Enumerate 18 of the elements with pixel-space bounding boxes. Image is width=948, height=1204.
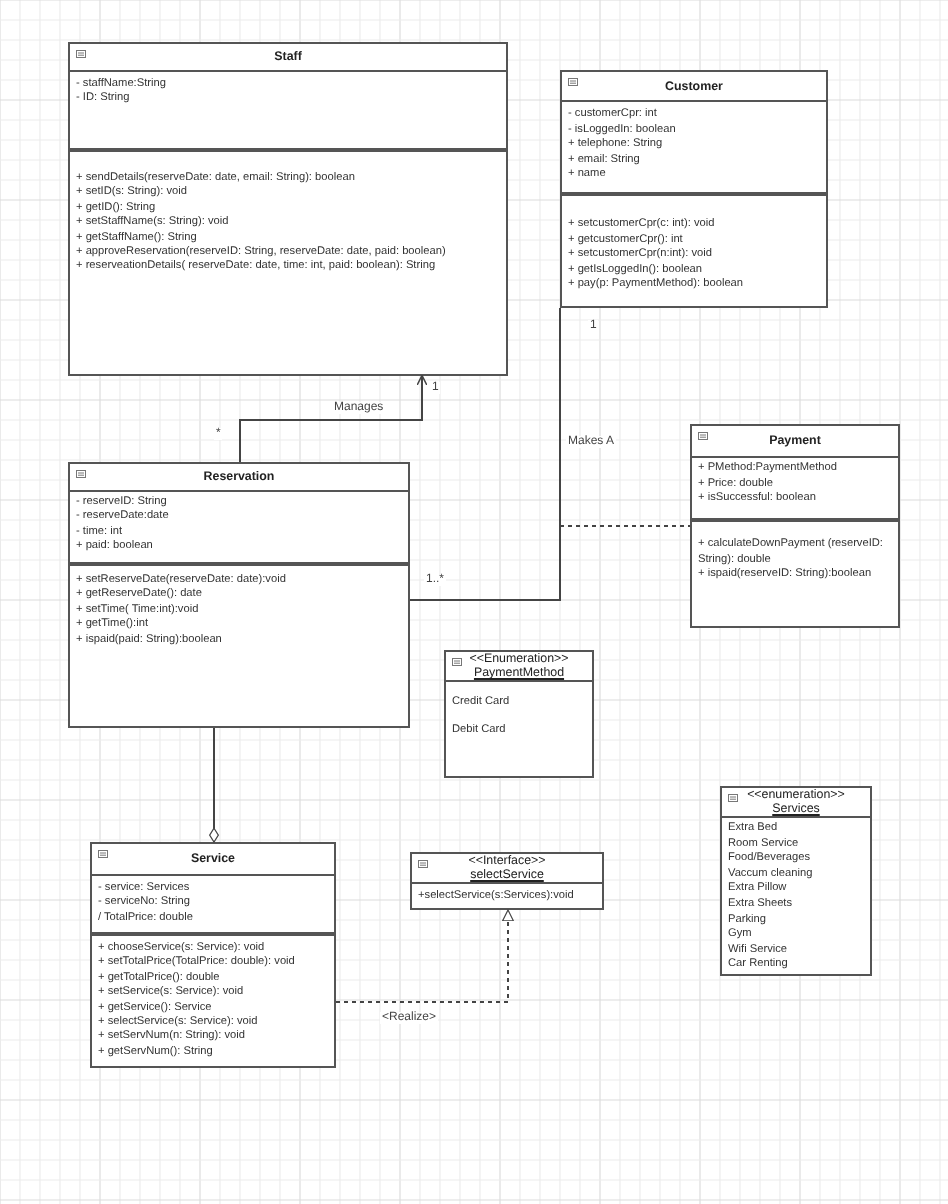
class-box <box>68 462 410 728</box>
compartment <box>68 490 410 564</box>
class-box <box>720 786 872 976</box>
class-box <box>90 842 336 1068</box>
class-box <box>68 42 508 376</box>
class-box <box>690 424 900 628</box>
connector-line <box>409 307 561 601</box>
aggregation-line <box>209 727 219 843</box>
class-box <box>560 70 828 308</box>
compartment <box>90 874 336 934</box>
compartment <box>560 100 828 194</box>
class-box <box>444 650 594 778</box>
realization-arrow <box>335 909 514 1003</box>
compartment <box>68 70 508 150</box>
arrow <box>239 374 428 463</box>
compartment <box>690 456 900 520</box>
class-box <box>410 852 604 910</box>
dashed-line <box>559 525 691 527</box>
